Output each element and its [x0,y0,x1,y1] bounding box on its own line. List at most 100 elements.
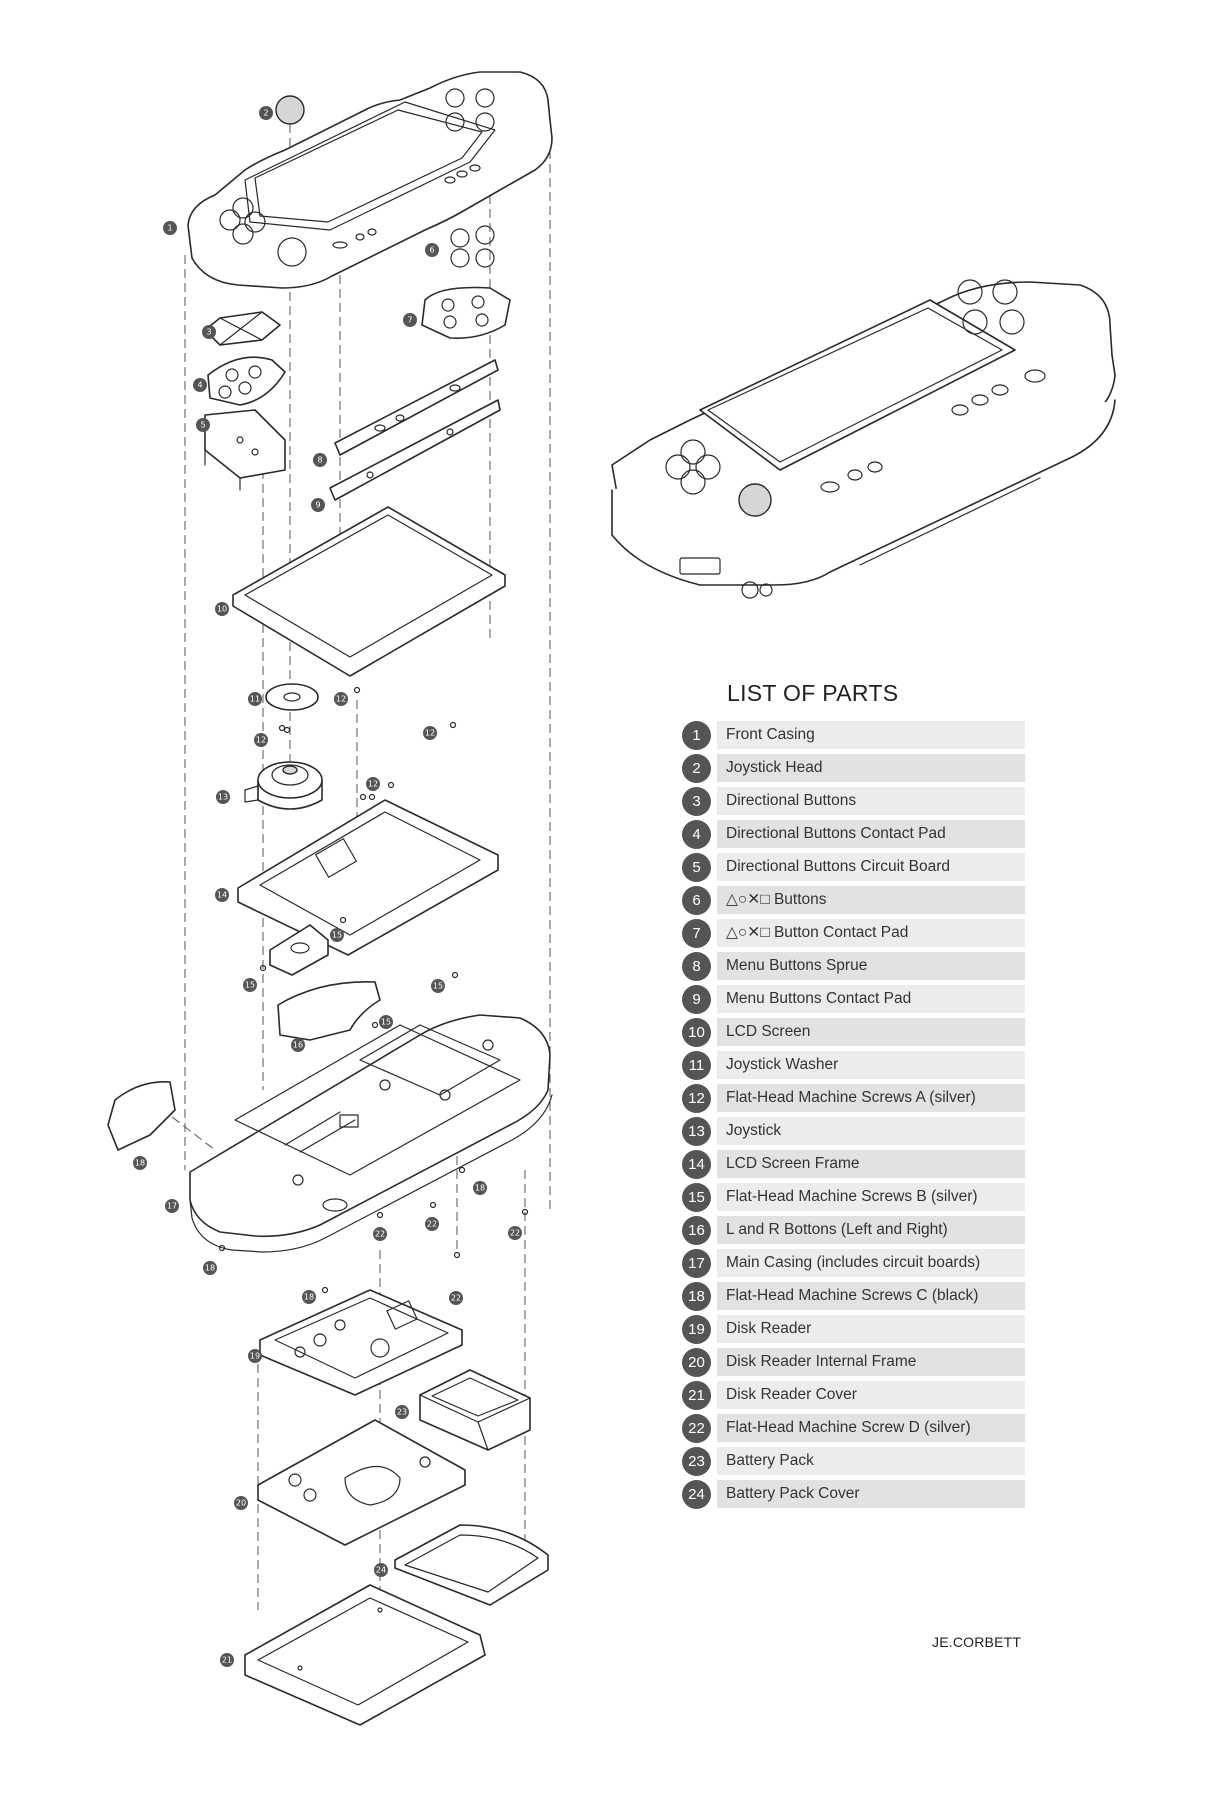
callout-number: 22 [427,1220,437,1229]
callout-number: 9 [315,501,320,510]
callout-number: 18 [475,1184,485,1193]
callout-badge: 12 [423,726,437,740]
callout-number: 12 [336,695,346,704]
part-label: Flat-Head Machine Screw D (silver) [717,1414,1025,1442]
callout-badge: 5 [196,418,210,432]
part-label: Battery Pack [717,1447,1025,1475]
callout-number: 18 [205,1264,215,1273]
callout-number: 3 [206,328,211,337]
callout-badge: 12 [334,692,348,706]
part-number-badge: 11 [682,1051,711,1080]
callout-badge: 24 [374,1563,388,1577]
callout-number: 22 [375,1230,385,1239]
part-label: Disk Reader Cover [717,1381,1025,1409]
part-number-badge: 7 [682,919,711,948]
part-number-badge: 24 [682,1480,711,1509]
part-number-badge: 6 [682,886,711,915]
face-button-contact-pad-drawing [421,286,511,340]
callout-badge: 12 [254,733,268,747]
callout-number: 8 [317,456,322,465]
part-label: L and R Bottons (Left and Right) [717,1216,1025,1244]
callout-badge: 22 [373,1227,387,1241]
callout-badge: 15 [379,1015,393,1029]
callout-number: 12 [425,729,435,738]
callout-badge: 16 [291,1038,305,1052]
callout-number: 11 [250,695,260,704]
callout-badge: 12 [366,777,380,791]
callout-number: 13 [218,793,228,802]
part-number-badge: 8 [682,952,711,981]
callout-number: 12 [368,780,378,789]
callout-number: 1 [167,224,172,233]
callout-badge: 3 [202,325,216,339]
callout-badge: 11 [248,692,262,706]
callout-number: 15 [433,982,443,991]
callout-badge: 15 [330,928,344,942]
callout-badge: 23 [395,1405,409,1419]
part-number-badge: 5 [682,853,711,882]
callout-number: 17 [167,1202,177,1211]
part-number-badge: 10 [682,1018,711,1047]
callout-badge: 13 [216,790,230,804]
part-label: Flat-Head Machine Screws C (black) [717,1282,1025,1310]
artist-signature: JE.CORBETT [932,1634,1022,1650]
callout-number: 21 [222,1656,232,1665]
part-number-badge: 2 [682,754,711,783]
callout-number: 16 [293,1041,303,1050]
callout-badge: 22 [449,1291,463,1305]
callout-number: 2 [263,109,268,118]
callout-number: 22 [451,1294,461,1303]
disk-reader-cover-drawing [244,1584,486,1726]
part-number-badge: 4 [682,820,711,849]
directional-buttons-drawing [204,311,281,346]
part-number-badge: 18 [682,1282,711,1311]
part-number-badge: 14 [682,1150,711,1179]
callout-number: 19 [250,1352,260,1361]
callout-number: 12 [256,736,266,745]
screws-b-drawing [259,916,459,1029]
callout-badge: 18 [473,1181,487,1195]
part-number-badge: 15 [682,1183,711,1212]
callout-number: 15 [245,981,255,990]
callout-badge: 22 [425,1217,439,1231]
callout-number: 22 [510,1229,520,1238]
part-label: LCD Screen Frame [717,1150,1025,1178]
part-label: △○✕□ Buttons [717,886,1025,914]
part-number-badge: 16 [682,1216,711,1245]
part-number-badge: 1 [682,721,711,750]
callout-number: 5 [200,421,205,430]
main-casing-drawing [189,1014,553,1253]
disk-reader-drawing [259,1289,463,1396]
callout-badge: 15 [431,979,445,993]
callout-badge: 20 [234,1496,248,1510]
directional-circuit-board-drawing [204,409,286,491]
part-label: Joystick Washer [717,1051,1025,1079]
callout-badge: 18 [133,1156,147,1170]
callout-badge: 6 [425,243,439,257]
face-buttons-drawing [450,225,495,268]
part-number-badge: 19 [682,1315,711,1344]
assembled-console-drawing [611,279,1116,599]
part-label: Front Casing [717,721,1025,749]
callout-badge: 1 [163,221,177,235]
part-number-badge: 20 [682,1348,711,1377]
part-label: △○✕□ Button Contact Pad [717,919,1025,947]
part-label: Joystick [717,1117,1025,1145]
part-number-badge: 3 [682,787,711,816]
part-label: Directional Buttons Circuit Board [717,853,1025,881]
part-label: Battery Pack Cover [717,1480,1025,1508]
callout-number: 6 [429,246,434,255]
callout-number: 7 [407,316,412,325]
screws-c-d-drawing [218,1166,529,1294]
part-label: Joystick Head [717,754,1025,782]
